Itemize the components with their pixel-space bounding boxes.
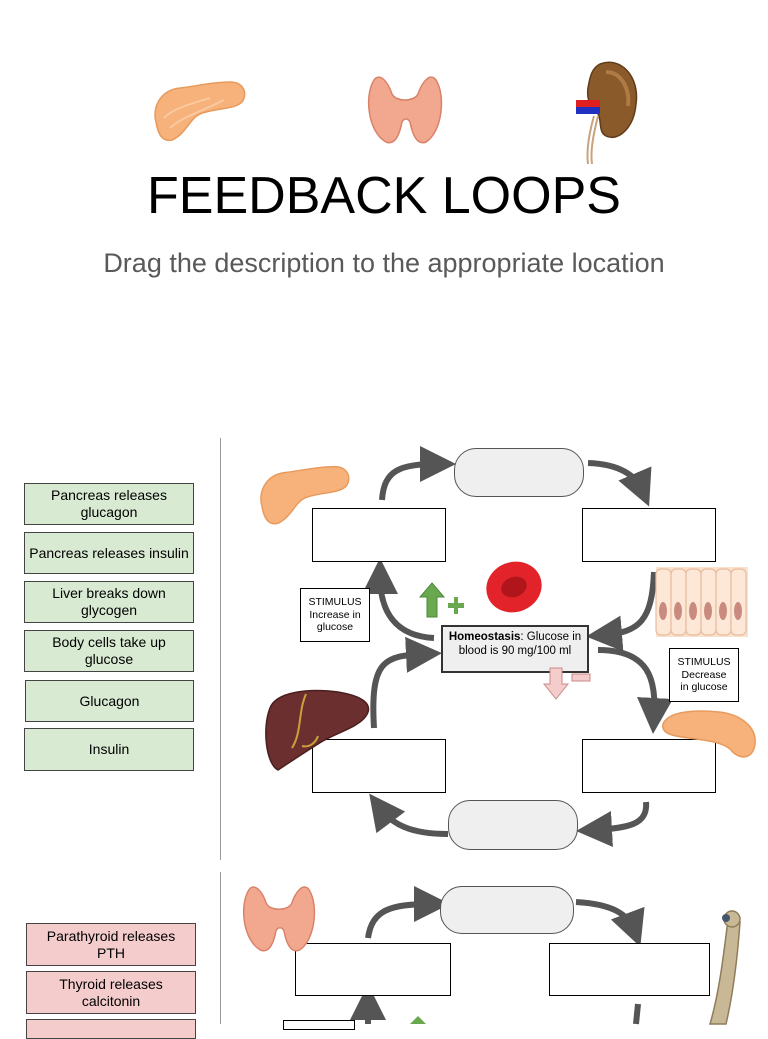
loop2-dropzone-top-right[interactable]	[549, 943, 710, 996]
page-title: FEEDBACK LOOPS	[147, 167, 621, 225]
increase-arrow-icon	[418, 582, 464, 618]
bone-icon	[708, 910, 741, 1025]
homeostasis-box: Homeostasis: Glucose in blood is 90 mg/1…	[441, 625, 589, 673]
pancreas-icon	[154, 81, 246, 142]
loop2-dropzone-top-left[interactable]	[295, 943, 451, 996]
loop2-oval-top[interactable]	[440, 886, 574, 934]
cells-icon	[655, 567, 748, 637]
card-glucagon[interactable]: Glucagon	[25, 680, 194, 722]
loop2-stimulus-box	[283, 1020, 355, 1030]
loop1-dropzone-bottom-left[interactable]	[312, 739, 446, 793]
thyroid-icon	[367, 76, 443, 144]
card-pancreas-glucagon[interactable]: Pancreas releases glucagon	[24, 483, 194, 525]
thyroid-icon	[242, 886, 316, 952]
loop1-oval-bottom[interactable]	[448, 800, 578, 850]
stimulus-label: STIMULUS	[308, 596, 362, 609]
page-subtitle: Drag the description to the appropriate …	[103, 248, 665, 278]
stimulus-increase: STIMULUS Increase in glucose	[300, 588, 370, 642]
loop1-oval-top[interactable]	[454, 448, 584, 497]
card-parathyroid-pth[interactable]: Parathyroid releases PTH	[26, 923, 196, 966]
stimulus-line: glucose	[316, 621, 354, 634]
loop1-dropzone-top-left[interactable]	[312, 508, 446, 562]
loop1-dropzone-top-right[interactable]	[582, 508, 716, 562]
stimulus-line: Decrease	[681, 668, 727, 681]
divider	[220, 438, 221, 860]
stimulus-label: STIMULUS	[677, 656, 731, 669]
homeostasis-label: Homeostasis	[448, 631, 521, 643]
red-blood-cell-icon	[486, 561, 542, 613]
stimulus-line: in glucose	[680, 681, 728, 694]
pancreas-icon	[662, 710, 756, 758]
card-pancreas-insulin[interactable]: Pancreas releases insulin	[24, 532, 194, 574]
card-liver-glycogen[interactable]: Liver breaks down glycogen	[24, 581, 194, 623]
loop1-dropzone-bottom-right[interactable]	[582, 739, 716, 793]
decrease-arrow-icon	[542, 667, 591, 700]
stimulus-decrease: STIMULUS Decrease in glucose	[669, 648, 739, 702]
kidney-icon	[576, 61, 638, 165]
liver-icon	[265, 689, 370, 771]
homeostasis-text: : Glucose in blood is 90 mg/100 ml	[458, 631, 582, 657]
stimulus-line: Increase in	[309, 608, 361, 621]
pancreas-icon	[260, 465, 350, 525]
card-insulin[interactable]: Insulin	[24, 728, 194, 771]
card-body-cells-glucose[interactable]: Body cells take up glucose	[24, 630, 194, 672]
divider	[220, 872, 221, 1024]
card-thyroid-calcitonin[interactable]: Thyroid releases calcitonin	[26, 971, 196, 1014]
